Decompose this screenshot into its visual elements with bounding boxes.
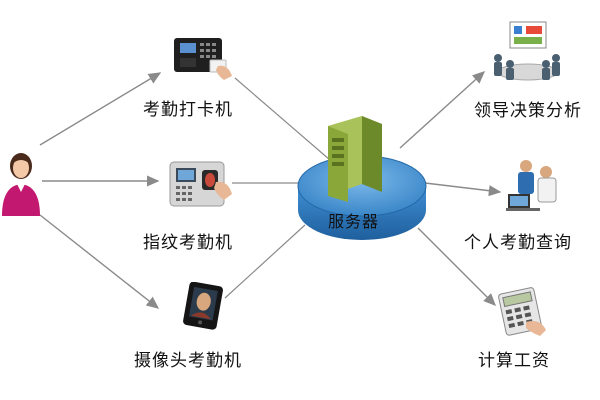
computer-users-icon [506, 160, 557, 211]
arrow-server-to-payroll [417, 227, 496, 306]
arrow-server-to-decision-analysis [399, 71, 486, 149]
card-reader-icon [174, 38, 232, 80]
calculator-icon [498, 287, 546, 336]
camera-machine-label: 摄像头考勤机 [134, 351, 242, 371]
meeting-icon [494, 21, 560, 81]
arrow-server-to-personal-query [424, 182, 502, 197]
line-card-machine-to-server [234, 77, 331, 161]
line-camera-machine-to-server [224, 224, 306, 299]
personal-query-label: 个人考勤查询 [464, 233, 572, 253]
face-camera-icon [183, 282, 223, 330]
arrow-person-to-camera-machine [39, 214, 160, 309]
arrow-person-to-card-machine [39, 72, 162, 146]
decision-analysis-label: 领导决策分析 [474, 101, 582, 121]
person-icon [2, 153, 40, 216]
payroll-label: 计算工资 [478, 351, 550, 371]
server-icon [328, 116, 382, 202]
fingerprint-reader-icon [169, 161, 232, 207]
server-label: 服务器 [328, 212, 380, 231]
fingerprint-machine-label: 指纹考勤机 [143, 233, 233, 253]
card-machine-label: 考勤打卡机 [143, 100, 233, 120]
